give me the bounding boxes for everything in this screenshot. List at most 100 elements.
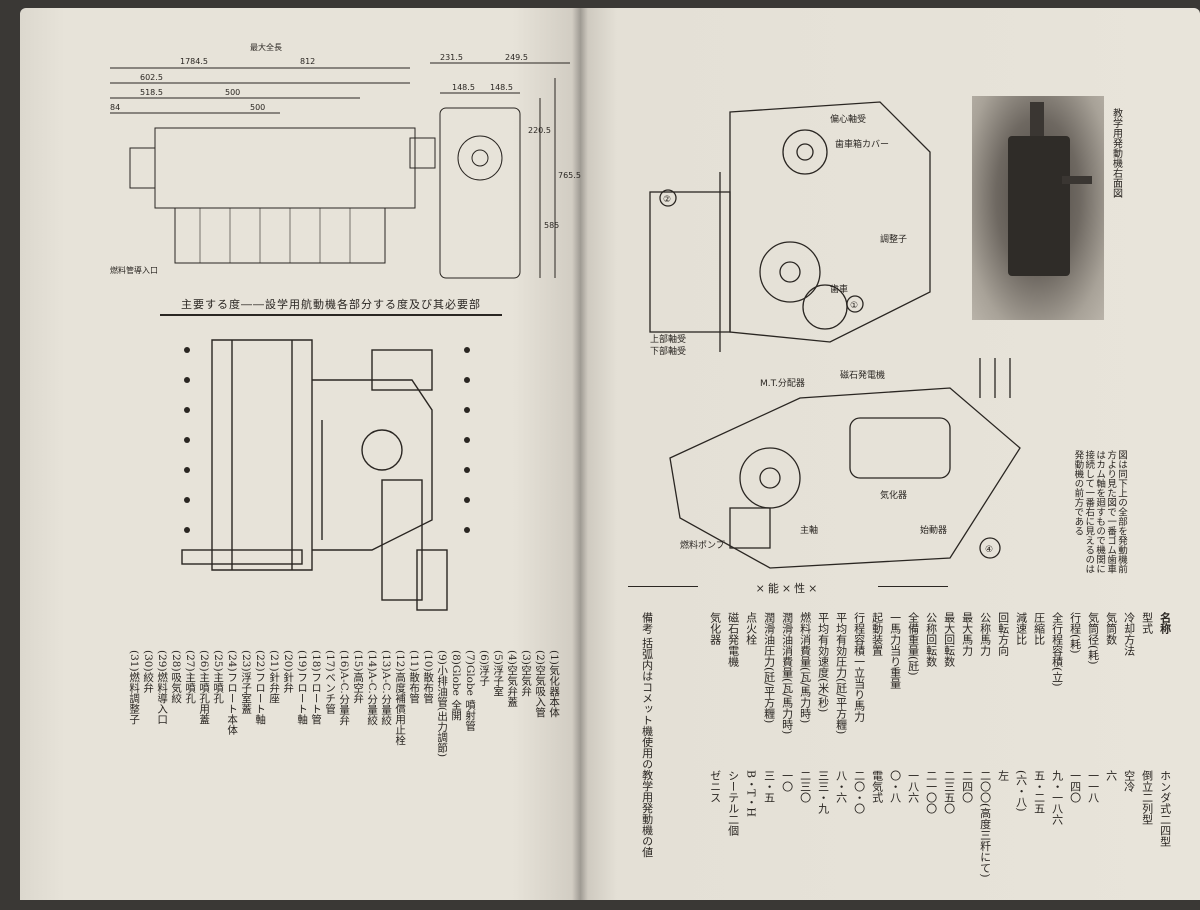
legend-item: (1)気化器本体	[548, 650, 561, 718]
spec-key: 回転方向	[996, 612, 1010, 656]
dim-500-b: 500	[250, 103, 265, 112]
photo-caption: 教学用発動機右面図	[1110, 108, 1122, 198]
dim-220-5: 220.5	[528, 126, 551, 135]
dim-500-a: 500	[225, 88, 240, 97]
spec-value: 三・五	[762, 770, 776, 803]
spec-key: 平均有効速度(米/秒)	[816, 612, 830, 713]
spec-value: 二〇〇(高度三粁にて)	[978, 770, 992, 878]
legend-item: (26)主噴孔用蓋	[198, 650, 211, 725]
label-lower-bearing: 下部軸受	[650, 345, 686, 357]
spec-value: 八・六	[834, 770, 848, 803]
photo-arm	[1062, 176, 1092, 184]
spec-key: 平均有効圧力(瓩/平方糎)	[834, 612, 848, 735]
spec-key: 最大回転数	[942, 612, 956, 667]
spec-key: 点火栓	[744, 612, 758, 645]
legend-item: (17)ベンチ管	[324, 650, 337, 714]
spec-value: 左	[996, 770, 1010, 781]
spec-key: 一馬力当り重量	[888, 612, 902, 689]
legend-item: (7)Globe 噴射管	[464, 650, 477, 731]
dim-148-5-a: 148.5	[452, 83, 475, 92]
spec-key: 気筒径(耗)	[1086, 612, 1100, 665]
spec-key: 冷却方法	[1122, 612, 1136, 656]
legend-item: (2)空気吸入管	[534, 650, 547, 718]
legend-item: (5)浮子室	[492, 650, 505, 697]
spec-value: 六	[1104, 770, 1118, 781]
spec-key: 公称馬力	[978, 612, 992, 656]
spec-value: 二三〇	[798, 770, 812, 803]
spec-key: 全備重量(瓩)	[906, 612, 920, 676]
legend-item: (19)フロート軸	[296, 650, 309, 725]
legend-item: (16)A-C.分量弁	[338, 650, 351, 726]
spec-value: 一一八	[1086, 770, 1100, 803]
spec-value: シーテル二個	[726, 770, 740, 836]
side-caption: 図は同下上の全部を発動機前方より見た図で一番ゴム歯車はカム軸を廻すもので機関に接…	[1072, 450, 1127, 574]
dim-84: 84	[110, 103, 120, 112]
spec-key: 潤滑油消費量(瓦/馬力時)	[780, 612, 794, 735]
dim-812: 812	[300, 57, 315, 66]
legend-item: (15)高空弁	[352, 650, 365, 704]
spec-value: 二一〇〇	[924, 770, 938, 814]
legend-item: (6)浮子	[478, 650, 491, 686]
spec-value: 空冷	[1122, 770, 1136, 792]
left-page	[20, 8, 580, 900]
spec-key: 型式	[1140, 612, 1154, 634]
photo-engine-body	[1008, 136, 1070, 276]
spec-key: 名称	[1158, 612, 1172, 634]
label-starter: 始動器	[920, 524, 947, 536]
spec-key: 起動装置	[870, 612, 884, 656]
spec-value: 二〇・〇	[852, 770, 866, 814]
legend-item: (9)小排油管(出力調節)	[436, 650, 449, 758]
legend-item: (21)針弁座	[268, 650, 281, 704]
dim-602-5: 602.5	[140, 73, 163, 82]
label-gear: 主軸	[800, 524, 818, 536]
label-circle-1: ①	[850, 301, 858, 311]
gear-train-drawing: 偏心軸受 歯車箱カバー 調整子 ② ① 上部軸受 下部軸受 歯車	[649, 101, 931, 357]
dim-585: 585	[544, 221, 559, 230]
legend-item: (3)空気弁	[520, 650, 533, 697]
legend-item: (20)針弁	[282, 650, 295, 693]
spec-value: (六・八)	[1014, 770, 1028, 812]
dim-148-5-b: 148.5	[490, 83, 513, 92]
label-circle-4: ④	[985, 545, 993, 555]
legend-item: (14)A-C.分量絞	[366, 650, 379, 726]
spec-key: 磁石発電機	[726, 612, 740, 667]
legend-item: (12)高度補償用止栓	[394, 650, 407, 746]
spec-value: 三三・九	[816, 770, 830, 814]
legend-item: (27)主噴孔	[184, 650, 197, 704]
spec-key: 公称回転数	[924, 612, 938, 667]
spec-key: 全行程容積(立)	[1050, 612, 1064, 687]
spec-key: 潤滑油圧力(瓩/平方糎)	[762, 612, 776, 724]
label-circle-2: ②	[663, 195, 671, 205]
spec-value: ホンダ式二四型	[1158, 770, 1172, 847]
dim-765-5: 765.5	[558, 171, 581, 180]
spec-key: 圧縮比	[1032, 612, 1046, 645]
legend-item: (13)A-C.分量絞	[380, 650, 393, 726]
label-main-shaft: 歯車	[830, 283, 848, 295]
legend-item: (25)主噴孔	[212, 650, 225, 704]
spec-key: 行程容積一立当り馬力	[852, 612, 866, 722]
spec-value: 一〇	[780, 770, 794, 792]
legend-item: (10)散布管	[422, 650, 435, 704]
spec-value: B・T・H	[744, 770, 758, 818]
label-mt-distributor: M.T.分配器	[760, 378, 805, 389]
legend-item: (11)散布管	[408, 650, 421, 704]
spec-key: 気筒数	[1104, 612, 1118, 645]
legend-item: (8)Globe 全開	[450, 650, 463, 721]
label-gear-case-cover: 歯車箱カバー	[835, 138, 889, 150]
accessory-drive-drawing: M.T.分配器 磁石発電機 ④ 主軸 燃料ポンプ 気化器 始動器	[669, 358, 1021, 569]
spec-value: 〇・八	[888, 770, 902, 803]
spec-value: 二四〇	[960, 770, 974, 803]
label-magneto: 磁石発電機	[840, 369, 885, 381]
label-regulator: 調整子	[880, 233, 907, 245]
engine-photo	[972, 96, 1104, 320]
legend-item: (29)燃料導入口	[156, 650, 169, 725]
left-figure-caption: 主要する度――設学用航動機各部分する度及び其必要部	[160, 296, 502, 316]
legend-item: (28)吸気絞	[170, 650, 183, 704]
spec-value: 九・一八六	[1050, 770, 1064, 825]
label-carburetor: 気化器	[880, 489, 907, 501]
spec-value: 二三五〇	[942, 770, 956, 814]
spec-key: 行程(耗)	[1068, 612, 1082, 654]
legend-item: (22)フロート軸	[254, 650, 267, 725]
spec-value: 電気式	[870, 770, 884, 803]
